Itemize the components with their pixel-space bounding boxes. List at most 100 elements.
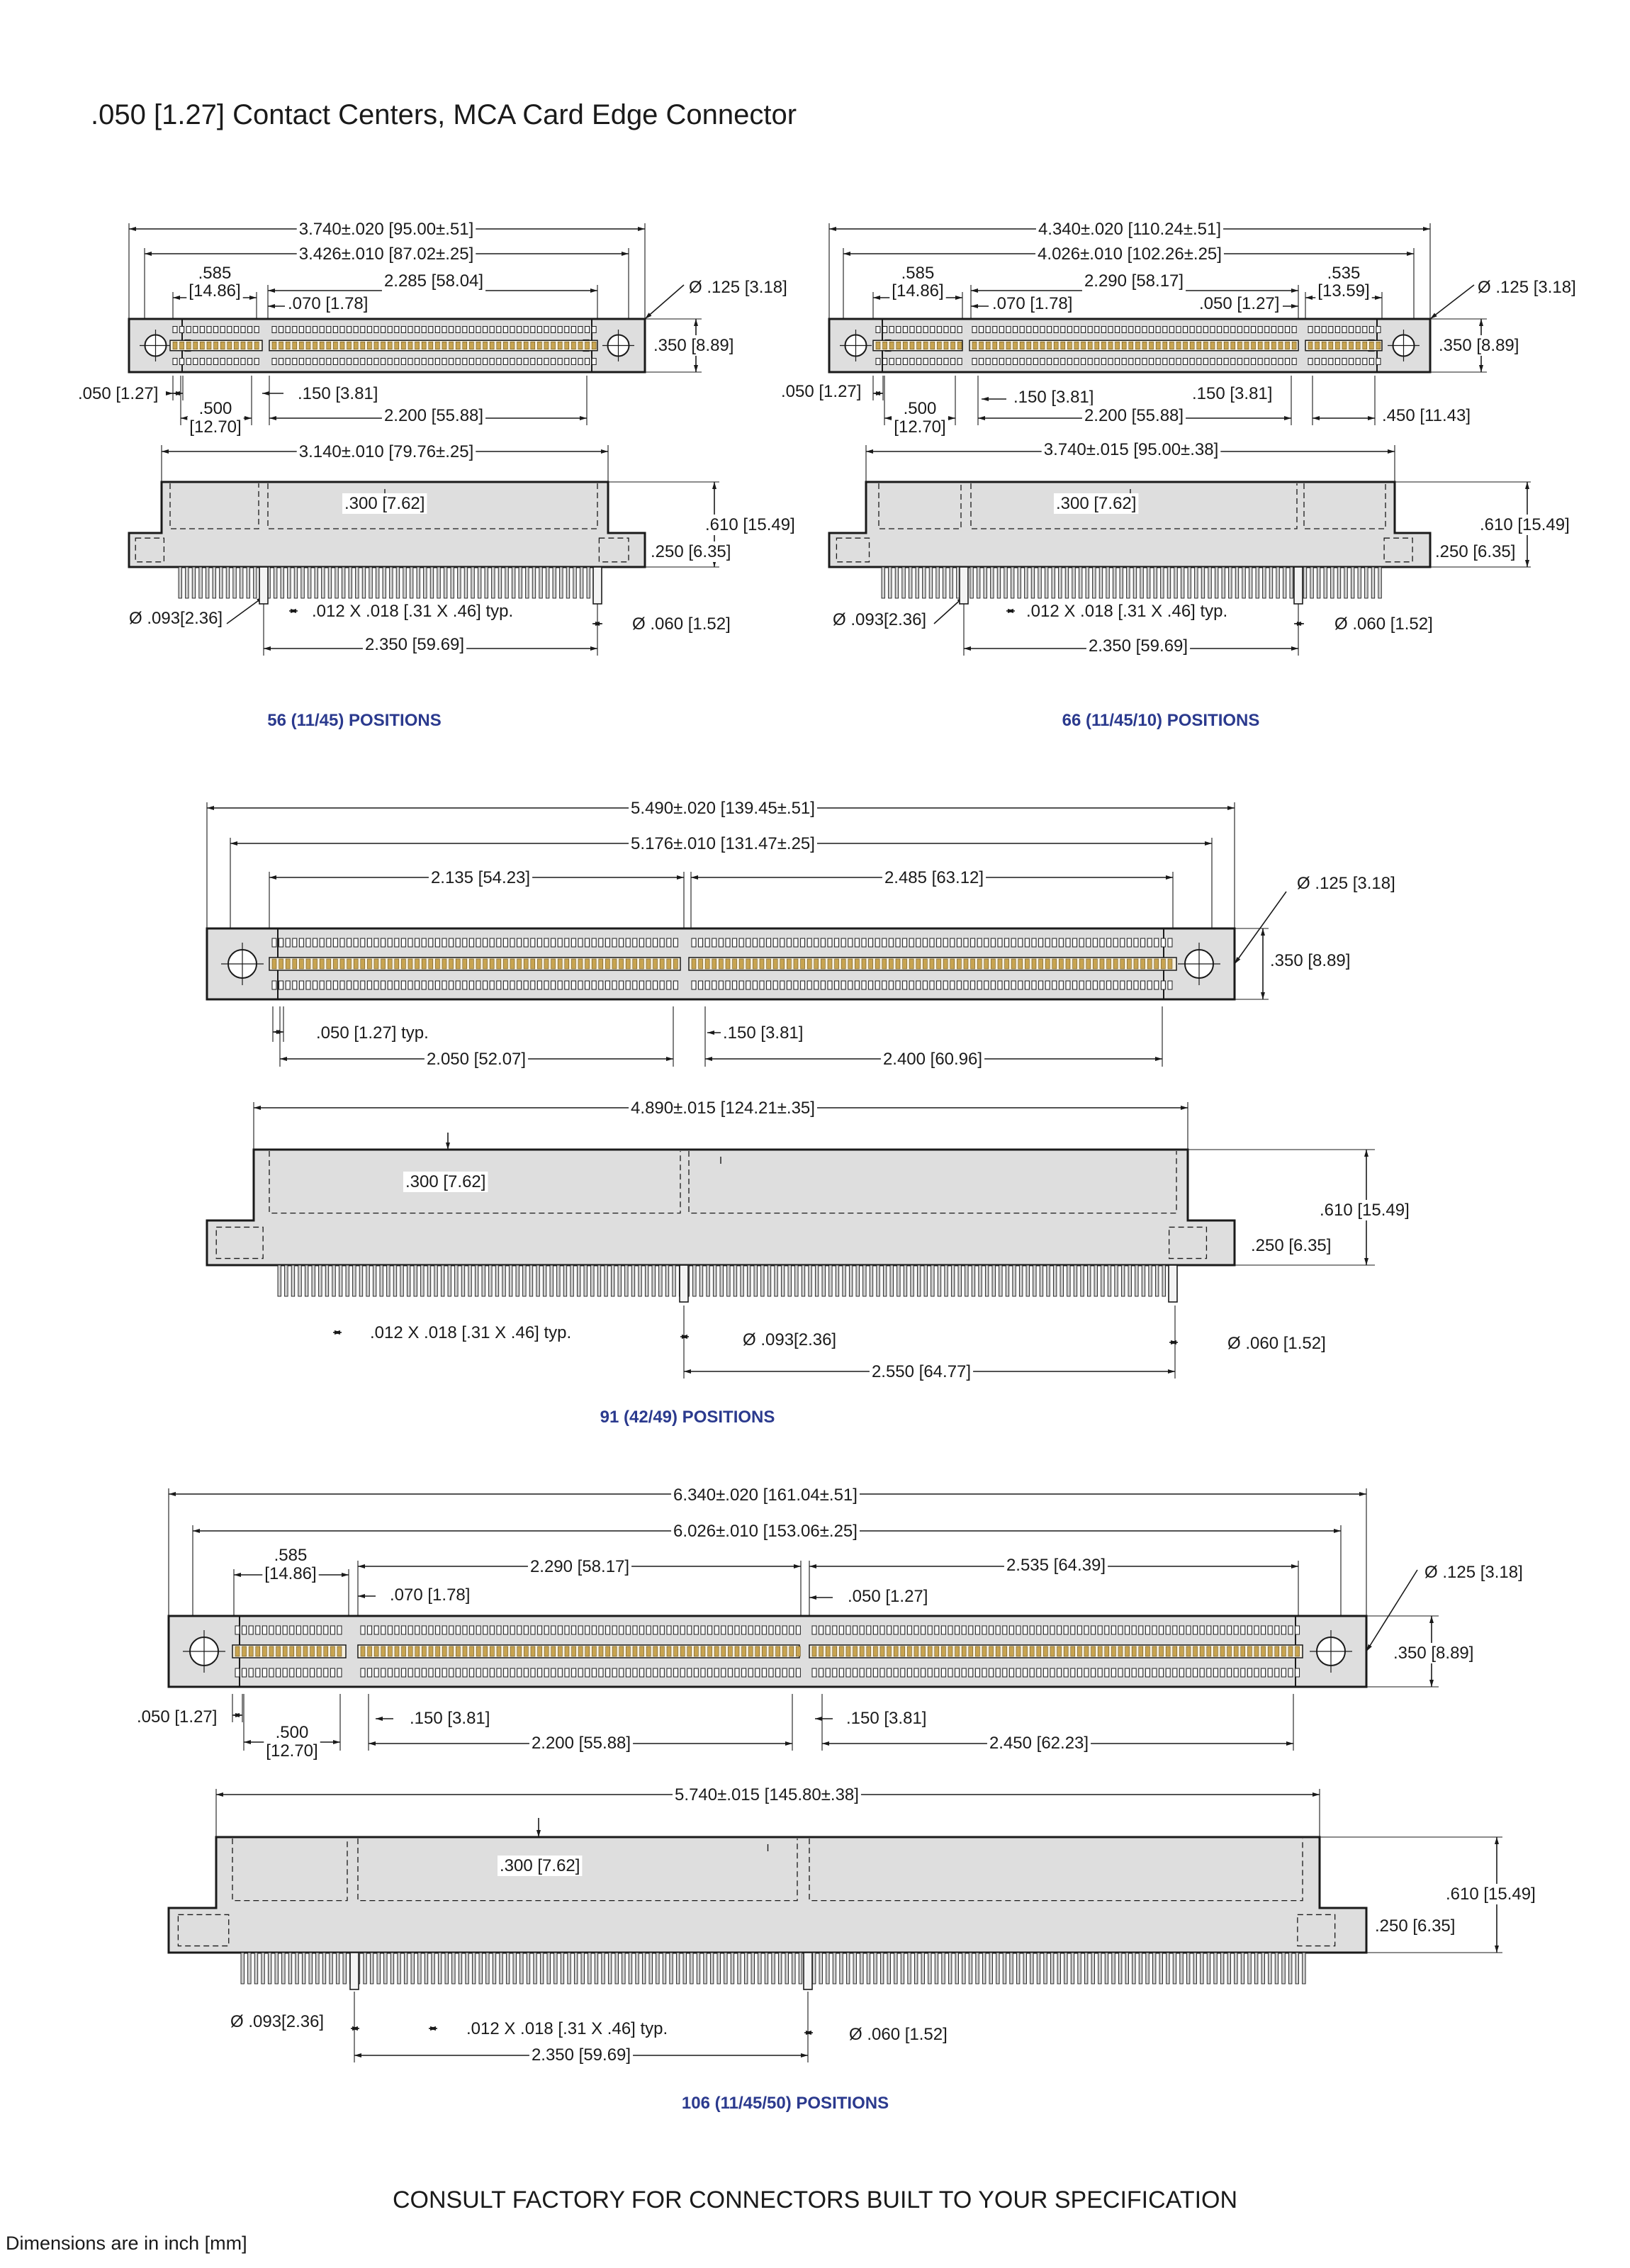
label-background xyxy=(1054,493,1139,514)
figure-caption: 91 (42/49) POSITIONS xyxy=(600,1408,775,1427)
label-background xyxy=(428,868,533,888)
dimension-label: .350 [8.89] xyxy=(653,336,734,355)
contact-row-icon xyxy=(232,1625,347,1678)
label-background xyxy=(1444,1884,1538,1904)
dimension-label: .300 [7.62] xyxy=(1056,494,1136,513)
label-background xyxy=(196,263,234,284)
dimension-label: 2.535 [64.39] xyxy=(1006,1556,1106,1575)
label-background xyxy=(1024,601,1230,622)
dimension-label: Ø .060 [1.52] xyxy=(632,614,731,634)
label-background xyxy=(135,1707,220,1727)
label-background xyxy=(1295,873,1398,894)
dimension-label: 2.485 [63.12] xyxy=(884,868,984,887)
mounting-hole-icon xyxy=(1388,330,1420,361)
label-background xyxy=(651,335,736,356)
dimension-label: 4.340±.020 [110.24±.51] xyxy=(1038,220,1221,239)
label-background xyxy=(1380,405,1473,426)
dimension-label: 5.490±.020 [139.45±.51] xyxy=(631,799,815,818)
dimension-label: .500 xyxy=(904,399,937,418)
dimension-label: .300 [7.62] xyxy=(405,1172,485,1191)
dimension-label: .050 [1.27] typ. xyxy=(316,1023,429,1043)
label-background xyxy=(310,601,516,622)
dimension-label: .070 [1.78] xyxy=(288,294,368,313)
dimension-label: 2.450 [62.23] xyxy=(989,1734,1089,1753)
dimension-label: .070 [1.78] xyxy=(390,1585,470,1605)
dimension-label: Ø .093[2.36] xyxy=(743,1330,836,1349)
dimension-label: .050 [1.27] xyxy=(848,1587,928,1606)
footer-units-note: Dimensions are in inch [mm] xyxy=(6,2233,247,2254)
label-background xyxy=(527,1556,632,1577)
label-background xyxy=(381,271,486,291)
label-background xyxy=(498,1856,583,1876)
figure-caption: 56 (11/45) POSITIONS xyxy=(267,711,441,730)
dimension-label: .585 xyxy=(901,264,935,283)
contact-row-icon xyxy=(269,326,598,365)
dimension-label: .050 [1.27] xyxy=(781,382,861,401)
dimension-label: 4.890±.015 [124.21±.35] xyxy=(631,1099,815,1118)
label-background xyxy=(1225,1333,1328,1354)
dimension-label: .050 [1.27] xyxy=(137,1707,217,1727)
contact-row-icon xyxy=(169,326,263,365)
dimension-label: 2.400 [60.96] xyxy=(883,1050,982,1069)
label-background xyxy=(1476,277,1578,298)
dimension-label: [12.70] xyxy=(266,1741,317,1761)
label-background xyxy=(1433,541,1518,562)
label-background xyxy=(889,281,946,301)
label-background xyxy=(296,442,476,462)
dimension-label: 3.140±.010 [79.76±.25] xyxy=(299,442,474,461)
label-background xyxy=(869,1362,974,1382)
label-background xyxy=(1035,244,1224,264)
dimension-label: 2.285 [58.04] xyxy=(384,271,483,291)
label-background xyxy=(424,1049,529,1070)
dimension-label: 2.200 [55.88] xyxy=(384,406,483,425)
dimension-label: 2.350 [59.69] xyxy=(365,635,464,654)
dimension-label: .150 [3.81] xyxy=(1192,384,1272,403)
label-background xyxy=(314,1023,431,1043)
dimension-label: .070 [1.78] xyxy=(992,294,1072,313)
label-background xyxy=(882,868,987,888)
label-background xyxy=(630,614,733,634)
contact-row-icon xyxy=(969,326,1299,365)
mounting-hole-icon xyxy=(602,330,634,361)
d91-top-view xyxy=(206,927,1236,1001)
dimension-label: .250 [6.35] xyxy=(1251,1236,1331,1255)
dimension-label: 4.026±.010 [102.26±.25] xyxy=(1038,245,1222,264)
d91-side-view xyxy=(206,1148,1236,1303)
label-background xyxy=(1268,950,1353,971)
label-background xyxy=(228,2011,327,2032)
dimension-label: .610 [15.49] xyxy=(705,515,795,534)
label-background xyxy=(844,1708,929,1729)
d106-side-view xyxy=(167,1836,1368,1990)
dimension-label: .350 [8.89] xyxy=(1439,336,1519,355)
dimension-label: .300 [7.62] xyxy=(344,494,425,513)
label-background xyxy=(408,1708,493,1729)
label-background xyxy=(892,417,948,437)
mounting-hole-icon xyxy=(840,330,872,361)
label-background xyxy=(76,383,161,404)
label-background xyxy=(1011,387,1096,408)
dimension-label: 2.135 [54.23] xyxy=(431,868,530,887)
label-background xyxy=(296,383,381,404)
dimension-label: 5.176±.010 [131.47±.25] xyxy=(631,834,815,853)
mounting-hole-icon xyxy=(140,330,172,361)
label-background xyxy=(671,1485,860,1505)
dimension-label: .012 X .018 [.31 X .46] typ. xyxy=(370,1323,571,1342)
label-background xyxy=(847,2024,950,2045)
label-background xyxy=(629,798,817,819)
dimension-label: .585 xyxy=(198,264,232,283)
dimension-label: .050 [1.27] xyxy=(1199,294,1279,313)
label-background xyxy=(1004,1555,1108,1576)
dimension-label: .500 xyxy=(199,399,232,418)
dimension-label: [14.86] xyxy=(892,281,943,301)
pin-row-icon xyxy=(277,1264,1173,1297)
dimension-label: 2.290 [58.17] xyxy=(1084,271,1184,291)
label-background xyxy=(388,1585,473,1605)
pin-row-icon xyxy=(881,566,1382,599)
label-background xyxy=(1437,335,1522,356)
dimension-label: 2.200 [55.88] xyxy=(1084,406,1184,425)
label-background xyxy=(1197,293,1282,314)
dimension-label: .535 xyxy=(1327,264,1361,283)
dimension-label: [13.59] xyxy=(1317,281,1369,301)
dimension-label: .250 [6.35] xyxy=(1375,1916,1455,1936)
dimension-label: Ø .060 [1.52] xyxy=(849,2025,948,2044)
